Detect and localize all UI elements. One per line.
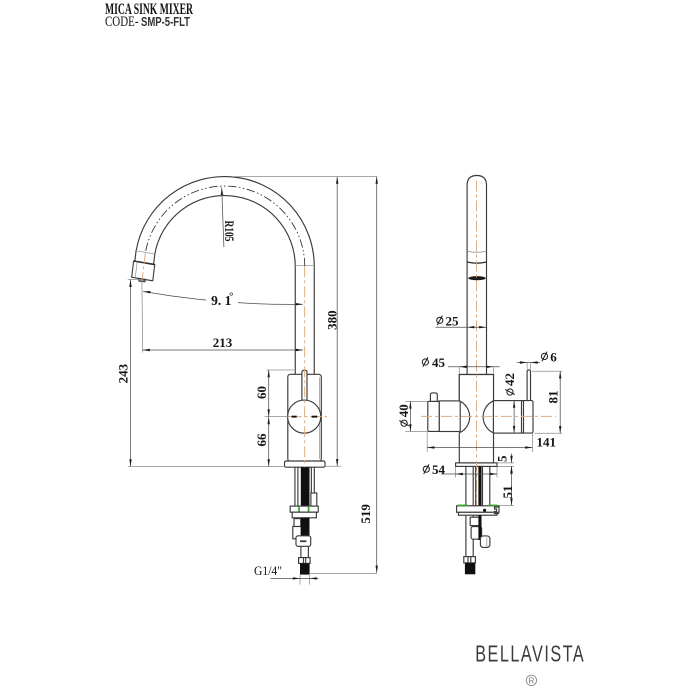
- svg-text:°: °: [229, 291, 233, 303]
- svg-text:G1/4": G1/4": [254, 564, 282, 578]
- svg-text:380: 380: [325, 310, 340, 330]
- svg-text:45: 45: [432, 355, 446, 370]
- svg-text:BELLAVISTA: BELLAVISTA: [475, 642, 585, 668]
- svg-text:51: 51: [500, 486, 515, 499]
- svg-text:81: 81: [546, 391, 561, 404]
- svg-text:243: 243: [116, 363, 131, 383]
- svg-text:SMP-5-FLT: SMP-5-FLT: [141, 14, 190, 29]
- svg-text:25: 25: [446, 313, 460, 328]
- svg-text:R105: R105: [222, 221, 237, 242]
- svg-text:66: 66: [254, 433, 269, 447]
- svg-text:60: 60: [254, 386, 269, 399]
- svg-text:42: 42: [502, 373, 517, 386]
- svg-text:40: 40: [396, 404, 411, 417]
- svg-text:6: 6: [550, 349, 557, 364]
- svg-text:9. 1: 9. 1: [211, 293, 232, 308]
- svg-text:54: 54: [432, 462, 446, 477]
- svg-text:R: R: [529, 677, 535, 686]
- svg-text:MICA SINK MIXER: MICA SINK MIXER: [105, 1, 193, 18]
- svg-text:213: 213: [213, 335, 233, 350]
- svg-text:141: 141: [537, 435, 557, 450]
- svg-text:519: 519: [358, 504, 373, 524]
- svg-text:5: 5: [494, 455, 509, 462]
- svg-text:CODE-: CODE-: [105, 14, 139, 30]
